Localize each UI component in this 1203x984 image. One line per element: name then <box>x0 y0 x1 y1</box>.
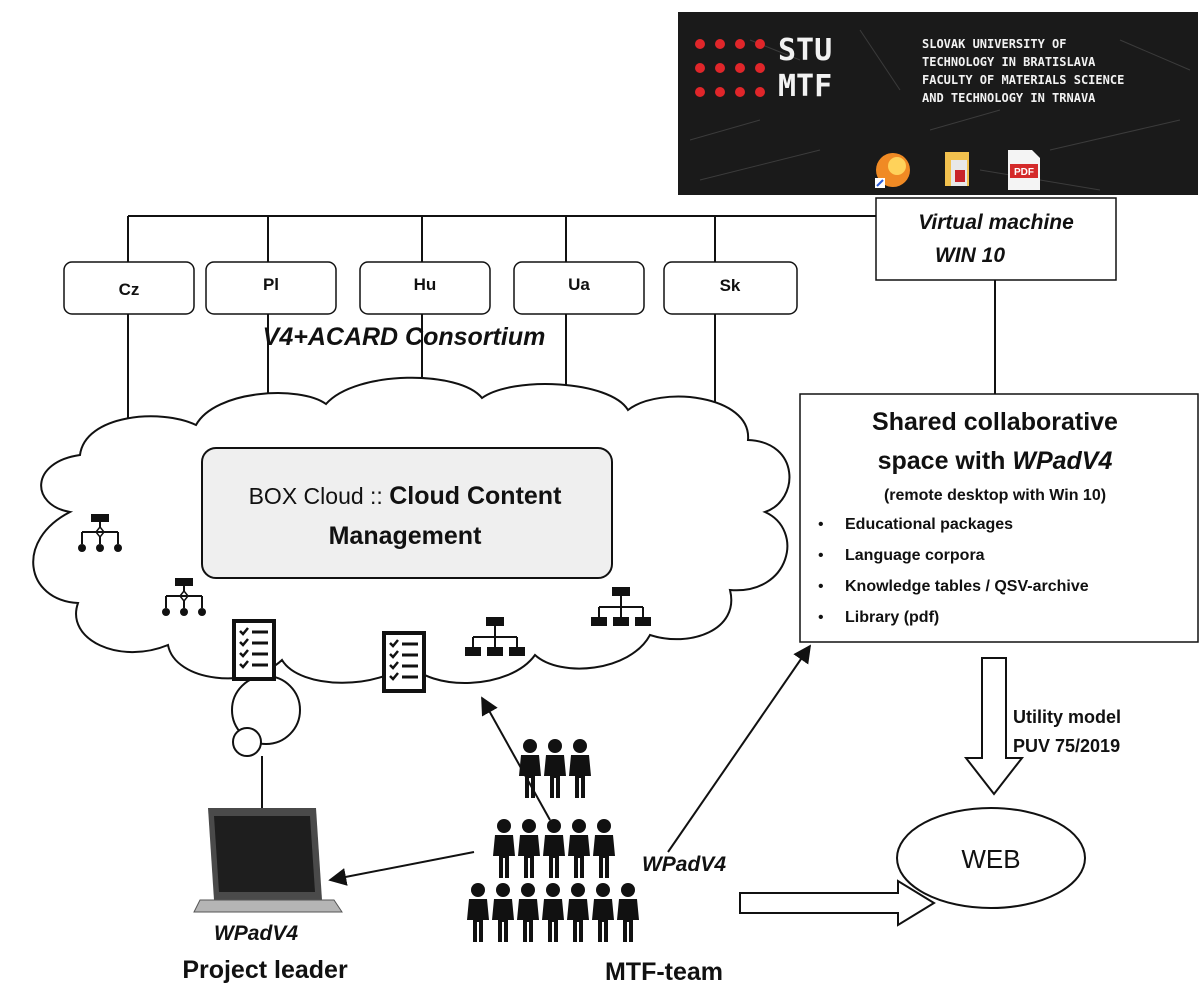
laptop-icon <box>193 808 343 913</box>
box-cloud-subtitle: Management <box>329 522 482 550</box>
checklist-icon <box>382 631 426 693</box>
country-box-sk: Sk <box>663 261 798 315</box>
university-logo: STU MTF SLOVAK UNIVERSITY OF TECHNOLOGY … <box>678 12 1198 195</box>
checklist-icon <box>232 619 276 681</box>
wpad-team-label: WPadV4 <box>642 853 726 876</box>
shared-title-1: Shared collaborative <box>872 408 1118 436</box>
shared-item-3: Knowledge tables / QSV-archive <box>845 578 1089 595</box>
box-cloud-panel: BOX Cloud :: Cloud Content Management <box>201 447 613 579</box>
shared-item-2: Language corpora <box>845 547 985 564</box>
folder-icon[interactable] <box>945 152 969 186</box>
logo-brand-top: STU <box>778 33 832 68</box>
shared-subtitle: (remote desktop with Win 10) <box>884 487 1106 504</box>
logo-brand-bottom: MTF <box>778 69 832 104</box>
box-cloud-bold: Cloud Content <box>389 482 562 510</box>
country-box-ua: Ua <box>513 261 645 315</box>
box-cloud-prefix: BOX Cloud :: <box>249 483 390 509</box>
project-leader-label: Project leader <box>182 956 348 984</box>
web-label: WEB <box>961 844 1020 874</box>
logo-line-1: SLOVAK UNIVERSITY OF <box>922 37 1067 51</box>
utility-line-2: PUV 75/2019 <box>1013 736 1120 756</box>
vm-line-2: WIN 10 <box>935 244 1005 267</box>
box-cloud-title: BOX Cloud :: Cloud Content <box>249 482 562 510</box>
country-box-pl: Pl <box>205 261 337 315</box>
logo-line-3: FACULTY OF MATERIALS SCIENCE <box>922 73 1124 87</box>
web-node: WEB <box>896 807 1086 909</box>
wpad-leader-label: WPadV4 <box>214 922 298 945</box>
bullet: • <box>818 547 824 564</box>
people-group-icon <box>467 739 639 942</box>
firefox-icon[interactable] <box>875 153 910 188</box>
country-label-pl: Pl <box>263 275 279 294</box>
country-label-cz: Cz <box>119 280 140 299</box>
shared-space-box: Shared collaborative space with WPadV4 (… <box>799 393 1199 643</box>
mtf-team-label: MTF-team <box>605 958 723 984</box>
utility-line-1: Utility model <box>1013 707 1121 727</box>
logo-dots <box>695 39 765 97</box>
pdf-file-icon[interactable]: PDF <box>1008 150 1040 190</box>
network-lines <box>127 215 996 432</box>
consortium-label: V4+ACARD Consortium <box>263 323 546 351</box>
bullet: • <box>818 578 824 595</box>
country-box-cz: Cz <box>63 261 195 315</box>
country-label-ua: Ua <box>568 275 590 294</box>
shared-title-prefix: space with <box>878 447 1013 475</box>
bullet: • <box>818 609 824 626</box>
vm-line-1: Virtual machine <box>918 211 1074 234</box>
hollow-arrow-down <box>963 657 1025 796</box>
country-label-sk: Sk <box>720 276 741 295</box>
logo-line-4: AND TECHNOLOGY IN TRNAVA <box>922 91 1096 105</box>
shared-item-1: Educational packages <box>845 516 1013 533</box>
bullet: • <box>818 516 824 533</box>
pdf-label: PDF <box>1014 167 1034 178</box>
shared-item-4: Library (pdf) <box>845 609 939 626</box>
shared-title-2: space with WPadV4 <box>878 447 1113 475</box>
virtual-machine-box: Virtual machine WIN 10 <box>875 197 1117 281</box>
country-box-hu: Hu <box>359 261 491 315</box>
shared-title-em: WPadV4 <box>1012 447 1112 475</box>
logo-line-2: TECHNOLOGY IN BRATISLAVA <box>922 55 1096 69</box>
hollow-arrow-right <box>739 879 936 927</box>
country-label-hu: Hu <box>414 275 437 294</box>
